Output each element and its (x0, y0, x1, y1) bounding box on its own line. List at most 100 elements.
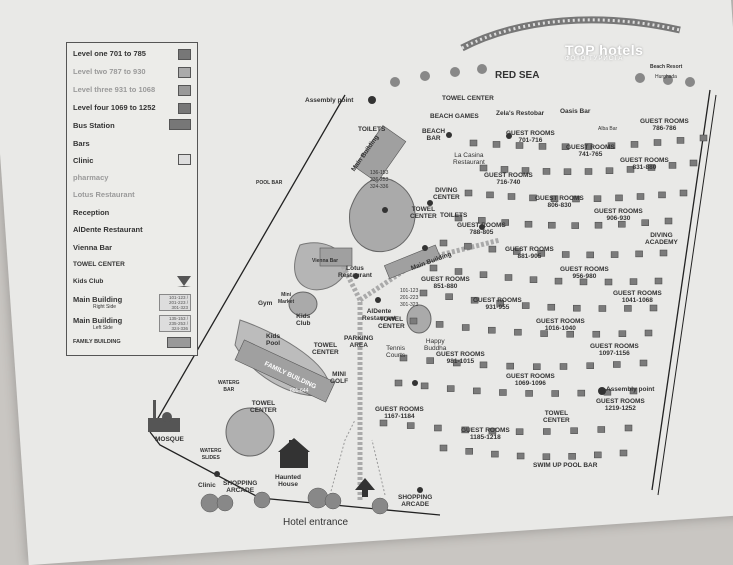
room-block (554, 277, 563, 285)
level4-swatch (178, 103, 191, 114)
trees (200, 487, 389, 515)
room-block (597, 426, 606, 433)
room-block (435, 321, 444, 328)
room-block (429, 264, 438, 272)
site-boundary-right-2 (657, 94, 717, 496)
room-block (566, 330, 574, 338)
watermark-brand: TOP hotels (565, 42, 644, 58)
legend-level3: Level three 931 to 1068 (73, 85, 156, 94)
room-block (636, 193, 645, 200)
legend-main-left-rooms: 135-153 / 235-253 / 324-336 (159, 315, 191, 332)
gr-1097: GUEST ROOMS 1097-1156 (590, 343, 639, 357)
buildings (234, 125, 441, 403)
gr-806: GUEST ROOMS 806-830 (535, 195, 584, 209)
room-block (629, 278, 638, 285)
room-block (548, 221, 556, 229)
family-building (234, 339, 336, 403)
legend-kids: Kids Club (73, 278, 104, 285)
legend-level1: Level one 701 to 785 (73, 49, 146, 58)
room-block (649, 304, 658, 312)
room-block (529, 276, 538, 283)
room-block (439, 239, 448, 247)
room-block (506, 362, 514, 370)
oasis-bar: Oasis Bar (560, 108, 591, 115)
legend-main-right-side: Right Side (93, 304, 117, 310)
mini-golf: MINI GOLF (330, 371, 349, 385)
pier (460, 16, 681, 52)
room-block (461, 426, 469, 434)
mini-market: Mini Market (278, 292, 295, 305)
towel-center-left: TOWEL CENTER (250, 400, 277, 414)
shopping-arcade-left: SHOPPING ARCADE (223, 480, 258, 494)
gr-1185: GUEST ROOMS 1185-1218 (461, 427, 510, 441)
path-entrance (329, 419, 356, 496)
legend-main-left-side: Left Side (93, 325, 113, 331)
kids-triangle-icon (177, 276, 191, 287)
legend-level2: Level two 787 to 930 (73, 67, 146, 76)
level2-swatch (178, 67, 191, 78)
room-block (607, 142, 616, 149)
room-block (514, 328, 522, 336)
beach-umbrellas (390, 64, 695, 87)
room-block (488, 326, 496, 334)
lotus-restaurant: Lotus Restaurant (338, 265, 372, 279)
room-block (547, 303, 556, 311)
room-block (624, 424, 633, 432)
watermark-sub: ФОТО ТУРИСТА (565, 56, 624, 62)
room-block (629, 387, 638, 395)
room-block (584, 168, 593, 175)
room-block (379, 419, 388, 427)
towel-center-lower: TOWEL CENTER (312, 342, 339, 356)
room-block (465, 448, 473, 455)
room-block (668, 162, 677, 169)
legend-aldente: AlDente Restaurant (73, 225, 143, 234)
room-block (542, 168, 551, 175)
room-block (659, 249, 668, 257)
room-block (464, 189, 473, 197)
main-building-top (353, 125, 407, 183)
swim-up-pool-bar: SWIM UP POOL BAR (533, 462, 598, 469)
main-path (337, 237, 501, 500)
gr-956: GUEST ROOMS 956-980 (560, 266, 609, 280)
diving-academy: DIVING ACADEMY (645, 232, 678, 246)
room-block (561, 251, 570, 258)
room-block (461, 324, 470, 331)
room-block (571, 222, 579, 229)
assembly-point-top: Assembly point (305, 97, 354, 104)
room-block (653, 139, 662, 146)
legend-level4: Level four 1069 to 1252 (73, 103, 156, 112)
room-block (664, 217, 673, 225)
room-block (586, 251, 594, 259)
legend-bars: Bars (73, 139, 90, 148)
gr-1016: GUEST ROOMS 1016-1040 (536, 318, 585, 332)
room-block (584, 143, 593, 150)
legend-main-left: Main Building (73, 316, 123, 325)
main-rooms-top: 136-153 236-253 324-336 (370, 170, 389, 190)
site-boundary-left (149, 94, 346, 433)
legend-clinic: Clinic (73, 156, 94, 165)
family-rooms: 601-644 (290, 388, 309, 394)
towel-center-top: TOWEL CENTER (442, 95, 494, 102)
happy-buddha: Happy Buddha (424, 338, 447, 352)
room-block (399, 354, 408, 362)
la-casina: La Casina Restaurant (453, 152, 485, 166)
beach-games: BEACH GAMES (430, 113, 479, 120)
site-boundary-right (651, 89, 711, 491)
kids-pool: Kids Pool (266, 333, 281, 347)
room-block (542, 453, 551, 460)
gr-788: GUEST ROOMS 788-805 (457, 222, 506, 236)
room-block (593, 195, 602, 202)
room-block (551, 390, 559, 397)
room-block (635, 250, 643, 258)
room-block (469, 139, 478, 147)
map-legend: Level one 701 to 785 Level two 787 to 93… (66, 42, 198, 356)
room-block (639, 359, 648, 367)
gr-701: GUEST ROOMS 701-716 (506, 130, 555, 144)
gr-931: GUEST ROOMS 931-955 (473, 297, 522, 311)
room-block (454, 268, 463, 275)
room-block (525, 390, 533, 397)
gr-906: GUEST ROOMS 906-930 (594, 208, 643, 222)
room-block (500, 166, 509, 173)
haunted-house (278, 438, 310, 468)
map-drawing (148, 16, 717, 516)
